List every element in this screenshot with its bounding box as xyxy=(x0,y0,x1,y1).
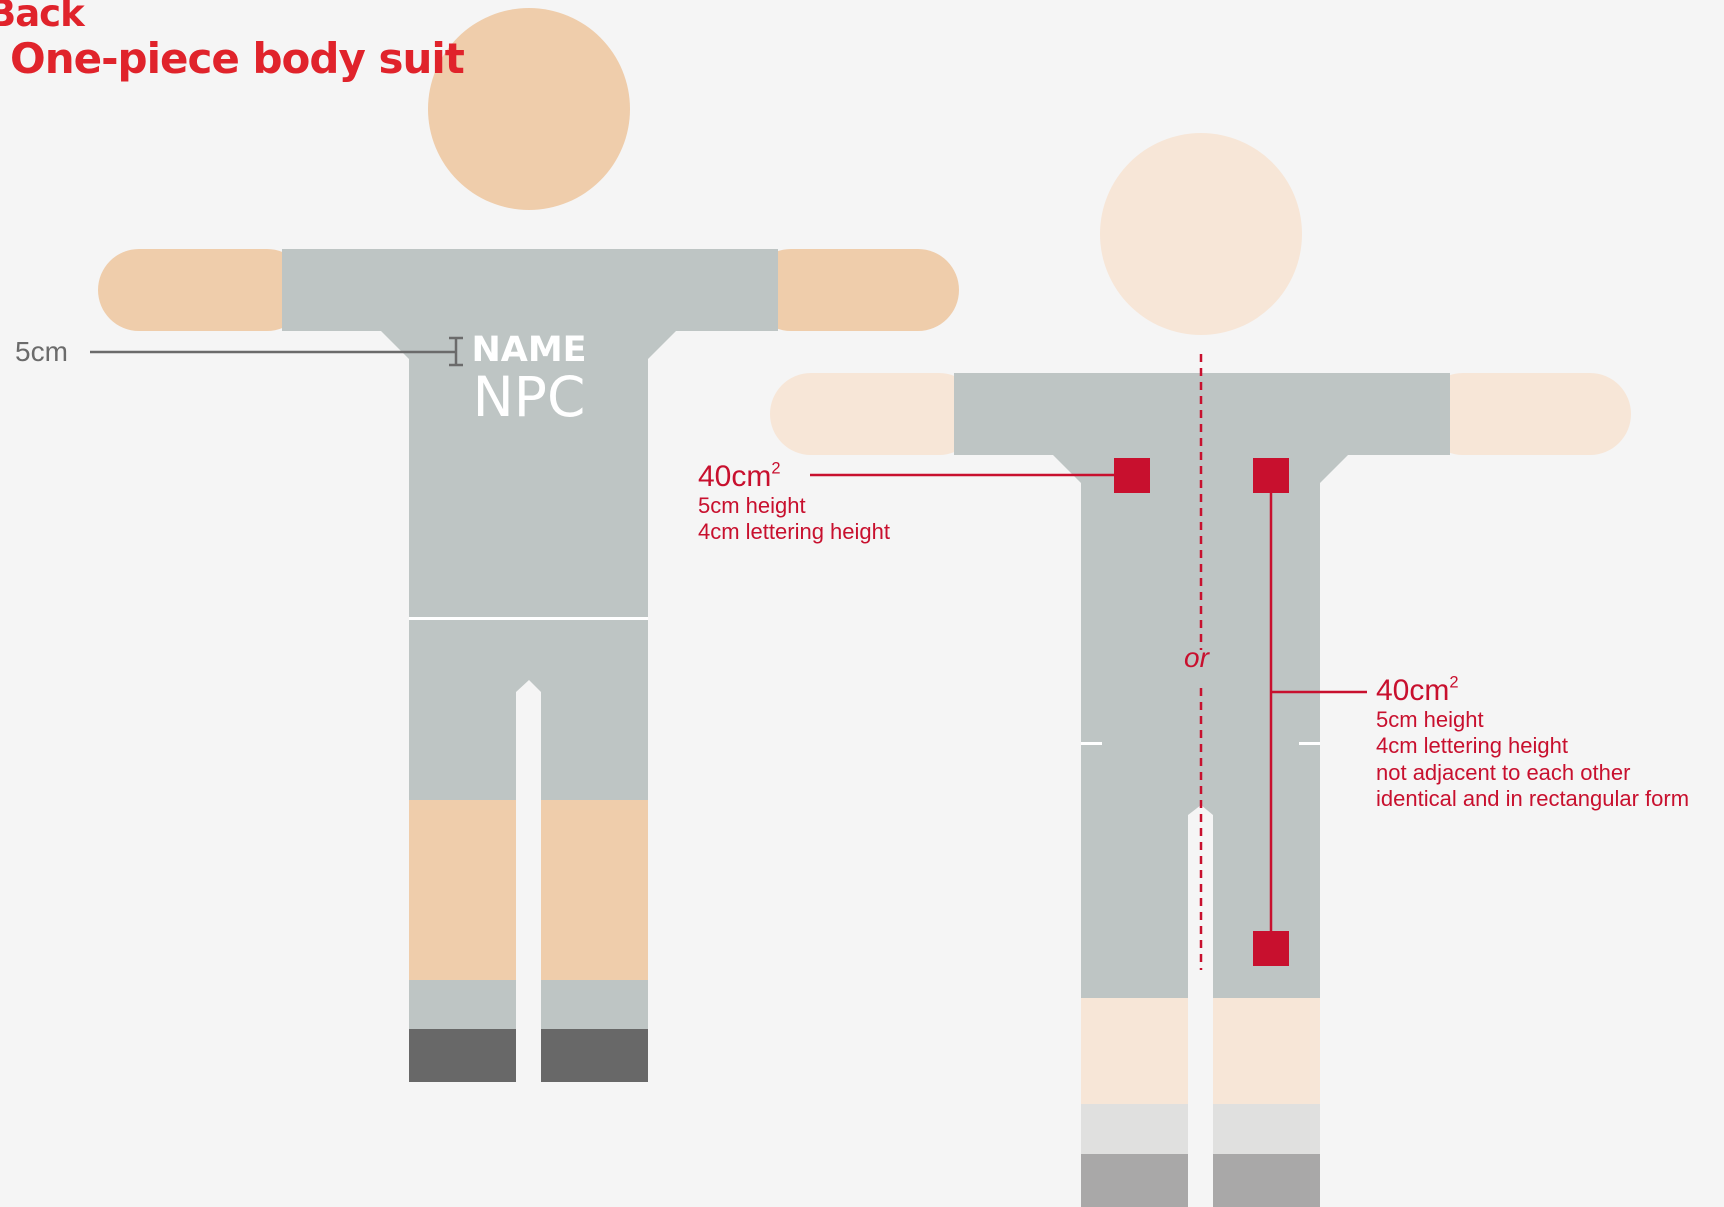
right-figure-right-seam xyxy=(1299,742,1320,745)
option-b-line-2: 4cm lettering height xyxy=(1376,733,1689,759)
right-figure-head xyxy=(1100,133,1302,335)
left-figure-right-thigh-skin xyxy=(541,800,648,980)
left-figure-right-arm-skin xyxy=(750,249,959,331)
left-figure-waist-line xyxy=(409,617,648,620)
left-figure-leg-gap xyxy=(516,680,541,1082)
right-figure-left-arm-skin xyxy=(770,373,980,455)
right-figure-leg-gap xyxy=(1188,805,1213,1207)
jersey-name-label: NAME xyxy=(429,330,629,370)
right-figure-left-sock xyxy=(1081,1104,1188,1154)
right-figure-right-leg-skin xyxy=(1213,998,1320,1104)
option-a-area: 40cm2 xyxy=(698,459,890,495)
option-b-area: 40cm2 xyxy=(1376,673,1689,709)
right-figure-left-leg-skin xyxy=(1081,998,1188,1104)
title-garment: One-piece body suit xyxy=(10,34,464,83)
right-figure-left-shoe xyxy=(1081,1154,1188,1207)
right-figure-left-seam xyxy=(1081,742,1102,745)
option-b-line-1: 5cm height xyxy=(1376,707,1689,733)
or-separator: or xyxy=(1184,642,1209,674)
dimension-label: 5cm xyxy=(15,335,68,369)
right-figure-right-shoe xyxy=(1213,1154,1320,1207)
left-figure-left-shoe xyxy=(409,1029,516,1082)
left-figure-left-thigh-skin xyxy=(409,800,516,980)
right-figure-right-sock xyxy=(1213,1104,1320,1154)
option-b-bottom-logo-square xyxy=(1253,931,1289,966)
option-b-line-3: not adjacent to each other xyxy=(1376,760,1689,786)
left-figure-left-sock xyxy=(409,980,516,1029)
left-figure-left-arm-skin xyxy=(98,249,308,331)
title-back: Back xyxy=(0,0,84,35)
option-a-line-1: 5cm height xyxy=(698,493,890,519)
option-b-top-logo-square xyxy=(1253,458,1289,493)
option-b-text: 40cm2 5cm height 4cm lettering height no… xyxy=(1376,673,1689,813)
left-figure-right-sock xyxy=(541,980,648,1029)
left-figure-right-shoe xyxy=(541,1029,648,1082)
option-a-line-2: 4cm lettering height xyxy=(698,519,890,545)
option-a-text: 40cm2 5cm height 4cm lettering height xyxy=(698,459,890,546)
jersey-country-code: NPC xyxy=(429,365,629,429)
option-a-logo-square xyxy=(1114,458,1150,493)
option-b-line-4: identical and in rectangular form xyxy=(1376,786,1689,812)
left-figure-suit-top xyxy=(282,249,778,617)
right-figure-right-arm-skin xyxy=(1422,373,1631,455)
